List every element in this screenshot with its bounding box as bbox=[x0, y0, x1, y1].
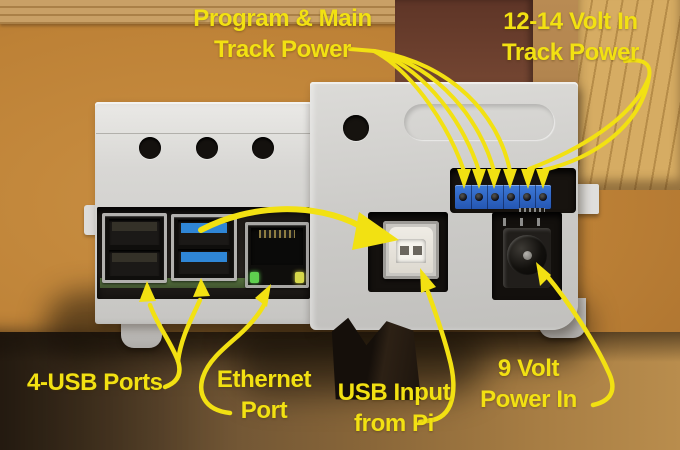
ethernet-opening bbox=[251, 228, 303, 265]
label-line: Ethernet bbox=[216, 366, 312, 393]
usb3-port bbox=[178, 220, 230, 245]
label-line: from Pi bbox=[354, 410, 434, 437]
recessed-slot bbox=[404, 104, 554, 140]
label-line: Track Power bbox=[213, 36, 351, 63]
label-line: Port bbox=[240, 397, 288, 424]
terminal-cell bbox=[535, 185, 552, 209]
usb-b-inner bbox=[396, 239, 426, 263]
terminal-screw bbox=[459, 193, 467, 201]
screw-terminal-block bbox=[455, 185, 552, 209]
usb-tongue bbox=[112, 222, 157, 231]
case-hole bbox=[343, 115, 369, 141]
terminal-screw bbox=[475, 193, 483, 201]
usb2-port bbox=[109, 219, 160, 245]
usb3-tongue bbox=[181, 223, 227, 233]
usb-b-face bbox=[389, 227, 433, 273]
label-4-usb-ports: 4-USB Ports bbox=[27, 367, 163, 398]
vent-hole bbox=[139, 137, 161, 159]
usb-b-contact bbox=[413, 246, 422, 255]
label-line: Program & Main bbox=[193, 5, 372, 32]
usb-tongue bbox=[112, 253, 157, 262]
barrel-jack-pin bbox=[523, 251, 532, 260]
barrel-jack bbox=[503, 228, 551, 288]
terminal-screw bbox=[491, 193, 499, 201]
label-line: Power In bbox=[480, 386, 577, 413]
label-ethernet-port: Ethernet Port bbox=[208, 364, 320, 426]
terminal-screw bbox=[539, 193, 547, 201]
usb2-port-stack bbox=[102, 213, 167, 283]
terminal-cell bbox=[455, 185, 472, 209]
usb3-port-stack bbox=[171, 214, 237, 281]
terminal-cell bbox=[503, 185, 520, 209]
jack-pins bbox=[503, 218, 547, 226]
usb2-port bbox=[109, 250, 160, 276]
usb-b-contact bbox=[400, 246, 409, 255]
vent-hole bbox=[196, 137, 218, 159]
label-line: 12-14 Volt In bbox=[503, 8, 638, 35]
case-seam-line bbox=[96, 133, 311, 134]
usb3-port bbox=[178, 249, 230, 274]
label-program-main-track-power: Program & Main Track Power bbox=[170, 3, 395, 65]
ethernet-pins bbox=[259, 230, 295, 238]
label-line: 9 Volt bbox=[497, 355, 560, 382]
label-line: USB Input bbox=[337, 379, 451, 406]
terminal-cell bbox=[471, 185, 488, 209]
terminal-screw bbox=[523, 193, 531, 201]
terminal-cell bbox=[519, 185, 536, 209]
usb3-tongue bbox=[181, 252, 227, 262]
ethernet-port bbox=[245, 222, 309, 288]
label-line: 4-USB Ports bbox=[27, 369, 163, 396]
label-9-volt-power-in: 9 Volt Power In bbox=[466, 353, 591, 415]
ethernet-led-yellow bbox=[295, 272, 304, 283]
terminal-cell bbox=[487, 185, 504, 209]
usb-b-port bbox=[383, 221, 439, 279]
label-usb-input-from-pi: USB Input from Pi bbox=[333, 377, 455, 439]
label-12-14-volt-in: 12-14 Volt In Track Power bbox=[478, 6, 663, 68]
vent-hole bbox=[252, 137, 274, 159]
label-line: Track Power bbox=[501, 39, 639, 66]
terminal-screw bbox=[507, 193, 515, 201]
ethernet-led-green bbox=[250, 272, 259, 283]
barrel-jack-ring bbox=[507, 235, 547, 275]
wood-planks-top bbox=[0, 0, 445, 24]
